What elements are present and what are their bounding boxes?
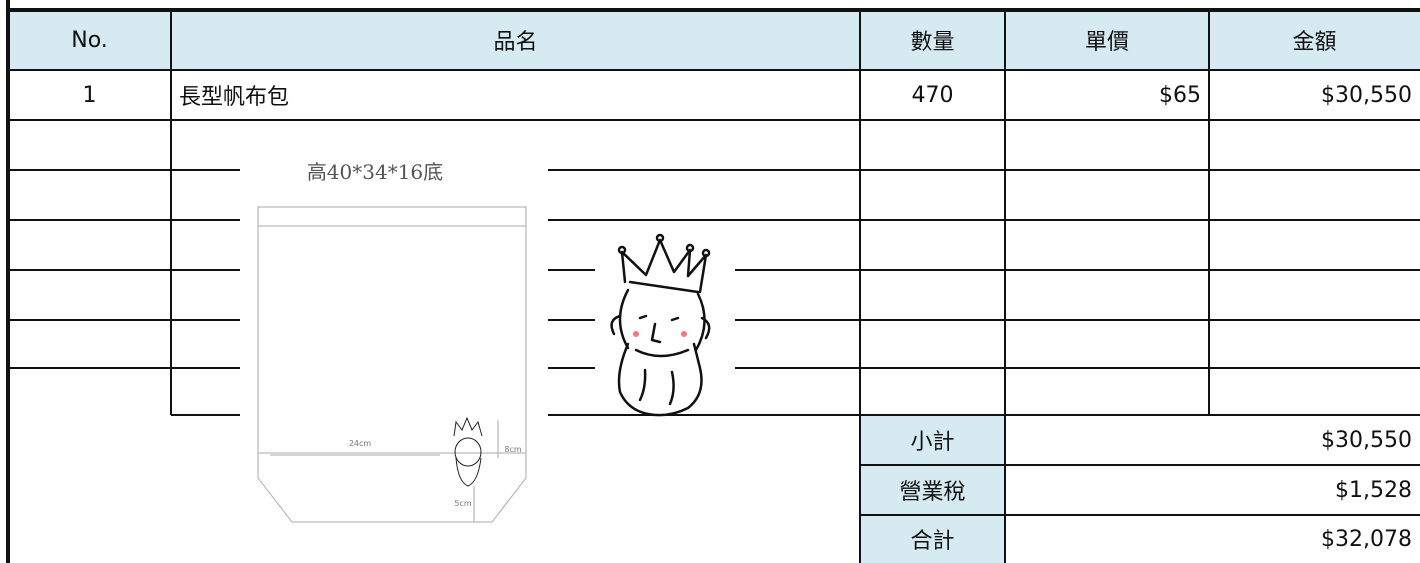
item-no: 1 <box>82 82 97 108</box>
header-amount: 金額 <box>1292 30 1337 55</box>
subtotal-label: 小計 <box>910 430 955 455</box>
tax-value: $1,528 <box>1335 477 1412 503</box>
total-label: 合計 <box>910 529 955 554</box>
header-unit-price: 單價 <box>1084 30 1129 55</box>
bag-width-mark: 24cm <box>348 438 372 448</box>
header-name: 品名 <box>493 30 538 55</box>
item-name: 長型帆布包 <box>179 85 290 110</box>
item-amount: $30,550 <box>1321 82 1412 108</box>
bag-height-mark: 8cm <box>504 444 522 454</box>
bag-bottom-mark: 5cm <box>454 498 472 508</box>
tax-label: 營業稅 <box>899 480 966 505</box>
header-qty: 數量 <box>910 30 955 55</box>
header-no: No. <box>71 27 108 53</box>
totals-label-fill <box>860 415 1005 563</box>
item-qty: 470 <box>911 82 954 108</box>
subtotal-value: $30,550 <box>1321 427 1412 453</box>
item-unit-price: $65 <box>1159 82 1201 108</box>
total-value: $32,078 <box>1321 526 1412 552</box>
header-row-fill <box>8 10 1420 70</box>
bag-size-label: 高40*34*16底 <box>306 159 444 184</box>
